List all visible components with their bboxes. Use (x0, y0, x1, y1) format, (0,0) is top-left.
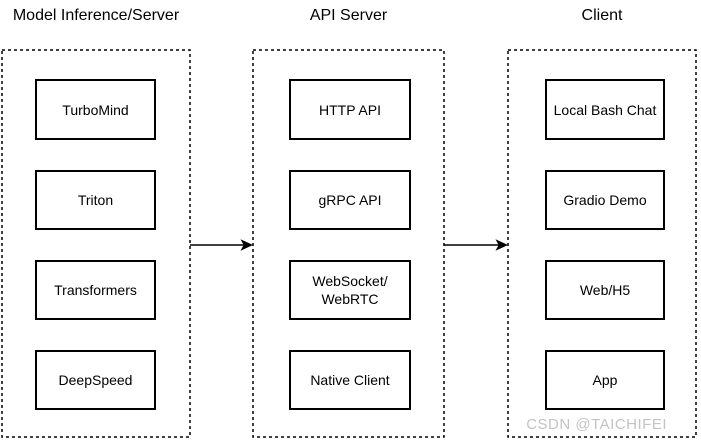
node-transformers: Transformers (35, 260, 156, 320)
column-title-client: Client (581, 7, 623, 24)
group-boundary-client (507, 49, 697, 438)
group-boundary-model-inference-server (1, 49, 191, 438)
group-boundary-api-server (252, 49, 445, 438)
arrow-api-to-client (444, 239, 508, 251)
node-local-bash-chat: Local Bash Chat (545, 79, 665, 140)
node-deepspeed: DeepSpeed (35, 350, 156, 410)
column-title-api-server: API Server (309, 7, 388, 24)
node-turbomind: TurboMind (35, 79, 156, 140)
node-web-h5: Web/H5 (545, 260, 665, 320)
node-grpc-api: gRPC API (289, 170, 411, 230)
watermark: CSDN @TAICHIFEI (526, 416, 667, 433)
arrowhead-icon (240, 239, 253, 251)
node-native-client: Native Client (289, 350, 411, 410)
node-http-api: HTTP API (289, 79, 411, 140)
arrow-model-to-api (190, 239, 253, 251)
node-gradio-demo: Gradio Demo (545, 170, 665, 230)
arrowhead-icon (495, 239, 508, 251)
column-title-model-inference-server: Model Inference/Server (12, 7, 180, 24)
node-websocket-webrtc: WebSocket/ WebRTC (289, 260, 411, 320)
node-triton: Triton (35, 170, 156, 230)
node-app: App (545, 350, 665, 410)
